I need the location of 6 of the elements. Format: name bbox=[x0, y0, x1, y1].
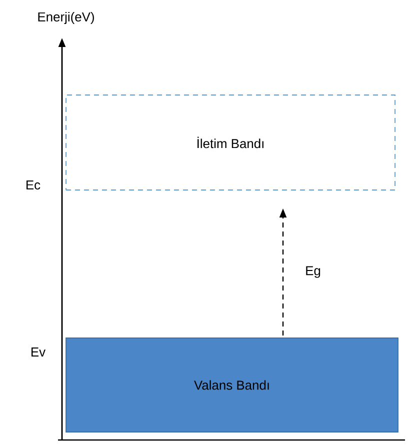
band-box: Valans Bandı bbox=[66, 338, 398, 432]
axis-label: Enerji(eV) bbox=[38, 12, 94, 24]
level-label: Ec bbox=[26, 180, 40, 190]
level-label: Ev bbox=[32, 348, 46, 356]
band-box: İletim Bandı bbox=[66, 94, 396, 190]
edge-label: Eg bbox=[303, 264, 323, 280]
